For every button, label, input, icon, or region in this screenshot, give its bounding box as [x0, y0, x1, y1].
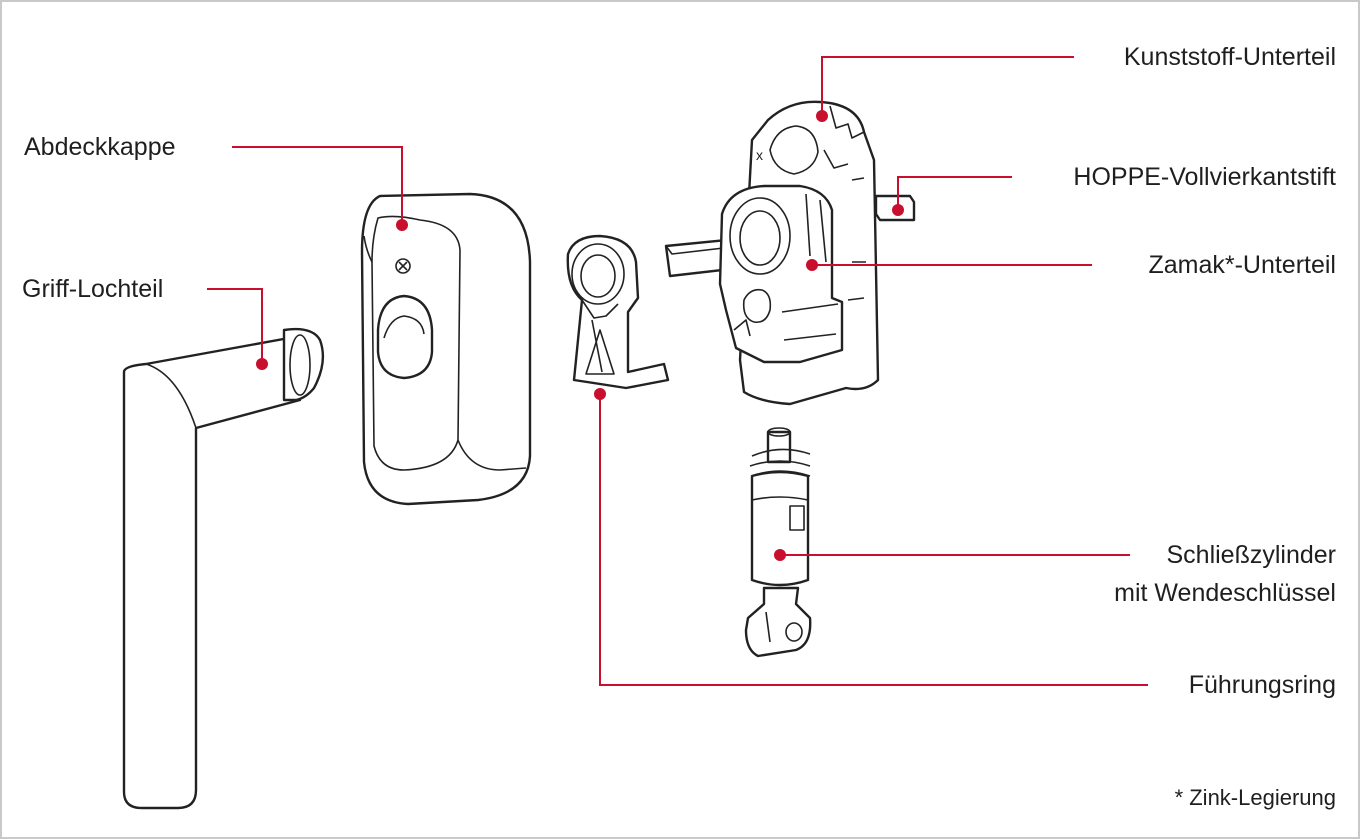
leader-abdeckkappe — [232, 146, 403, 225]
marker-griff-lochteil — [256, 358, 268, 370]
label-vollvierkantstift: HOPPE-Vollvierkantstift — [1073, 163, 1336, 191]
label-abdeckkappe: Abdeckkappe — [24, 133, 176, 161]
zinc-base-part — [718, 184, 844, 364]
cover-cap-part — [360, 192, 532, 506]
marker-kunststoff-unterteil — [816, 110, 828, 122]
label-kunststoff-unterteil: Kunststoff-Unterteil — [1123, 43, 1336, 71]
footnote: * Zink-Legierung — [1174, 785, 1336, 810]
leader-vollvierkantstift — [897, 176, 1012, 210]
svg-text:x: x — [756, 147, 763, 163]
label-griff-lochteil: Griff-Lochteil — [22, 275, 164, 303]
marker-vollvierkantstift — [892, 204, 904, 216]
guide-ring-part — [566, 234, 670, 390]
leader-fuehrungsring — [599, 394, 1148, 686]
leader-griff-lochteil — [207, 288, 263, 364]
marker-zamak-unterteil — [806, 259, 818, 271]
leader-kunststoff-unterteil — [821, 56, 1074, 116]
label-schliesszylinder-line1: Schließzylinder — [1166, 541, 1336, 569]
label-schliesszylinder-line2: mit Wendeschlüssel — [1114, 579, 1336, 607]
marker-fuehrungsring — [594, 388, 606, 400]
handle-part — [122, 327, 325, 810]
marker-abdeckkappe — [396, 219, 408, 231]
leader-lines — [207, 56, 1148, 686]
label-zamak-unterteil: Zamak*-Unterteil — [1148, 251, 1336, 279]
label-fuehrungsring: Führungsring — [1188, 671, 1336, 699]
lock-cylinder-part — [744, 427, 812, 658]
marker-schliesszylinder — [774, 549, 786, 561]
